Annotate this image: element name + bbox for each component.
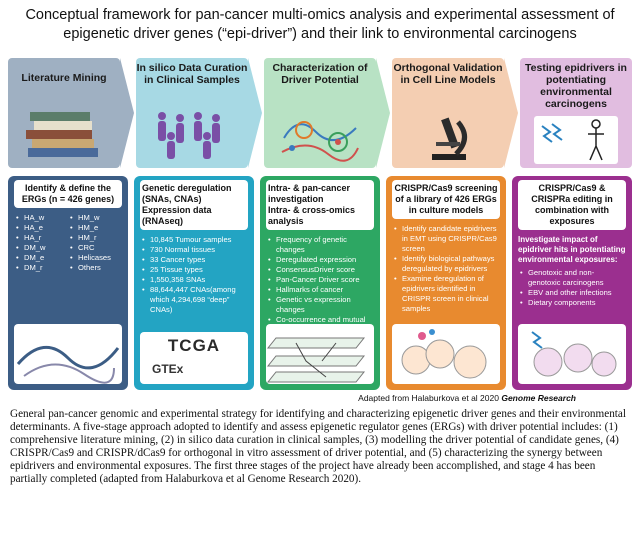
screen-aims-list: Identify candidate epidrivers in EMT usi… xyxy=(392,224,500,314)
list-item: Examine deregulation of epidrivers ident… xyxy=(394,274,500,314)
stage-testing-epidrivers: Testing epidrivers in potentiating envir… xyxy=(520,58,632,168)
dataset-list: 10,845 Tumour samples730 Normal tissues3… xyxy=(140,235,248,315)
list-item: DM_r xyxy=(16,263,68,273)
list-item: HA_w xyxy=(16,213,68,223)
column-title: CRISPR/Cas9 screening of a library of 42… xyxy=(392,180,500,219)
list-item: Helicases xyxy=(70,253,122,263)
exposures-list: Genotoxic and non-genotoxic carcinogensE… xyxy=(518,268,626,308)
stage-driver-potential: Characterization of Driver Potential xyxy=(264,58,376,168)
figure-caption: General pan-cancer genomic and experimen… xyxy=(10,408,626,485)
logos-panel: TCGA GTEx xyxy=(140,332,248,384)
network-icon xyxy=(281,121,359,162)
column-literature: Identify & define the ERGs (n = 426 gene… xyxy=(8,176,128,390)
column-data-curation: Genetic deregulation (SNAs, CNAs) Expres… xyxy=(134,176,254,390)
list-item: Deregulated expression xyxy=(268,255,374,265)
stage-label: Orthogonal Validation in Cell Line Model… xyxy=(393,62,503,86)
stage-label: In silico Data Curation in Clinical Samp… xyxy=(136,62,248,86)
erg-classes-right: HM_wHM_eHM_rCRCHelicasesOthers xyxy=(68,213,122,273)
column-title: Intra- & pan-cancer investigation Intra-… xyxy=(266,180,374,230)
stage-label: Testing epidrivers in potentiating envir… xyxy=(525,62,627,110)
list-item: 1,550,358 SNAs xyxy=(142,275,248,285)
list-item: HA_e xyxy=(16,223,68,233)
exposure-figure-icon xyxy=(534,116,618,164)
list-item: HM_e xyxy=(70,223,122,233)
list-item: HA_r xyxy=(16,233,68,243)
list-item: CRC xyxy=(70,243,122,253)
list-item: Identify biological pathways deregulated… xyxy=(394,254,500,274)
stage-label: Characterization of Driver Potential xyxy=(272,62,368,86)
list-item: 730 Normal tissues xyxy=(142,245,248,255)
stage-label: Literature Mining xyxy=(21,72,107,84)
list-item: 25 Tissue types xyxy=(142,265,248,275)
credit-text: Adapted from Halaburkova et al 2020 xyxy=(358,393,499,403)
exposure-cells-image xyxy=(518,324,626,384)
stage-row: Literature Mining In silico Data Curatio… xyxy=(8,58,632,168)
stage-literature-mining: Literature Mining xyxy=(8,58,120,168)
analysis-list: Frequency of genetic changesDeregulated … xyxy=(266,235,374,335)
gtex-logo: GTEx xyxy=(152,362,184,376)
list-item: Others xyxy=(70,263,122,273)
list-item: 33 Cancer types xyxy=(142,255,248,265)
source-credit: Adapted from Halaburkova et al 2020 Geno… xyxy=(358,393,576,403)
tcga-logo: TCGA xyxy=(167,336,221,355)
list-item: DM_e xyxy=(16,253,68,263)
list-item: Frequency of genetic changes xyxy=(268,235,374,255)
list-item: 10,845 Tumour samples xyxy=(142,235,248,245)
list-item: 88,644,447 CNAs(among which 4,294,698 “d… xyxy=(142,285,248,315)
exposure-intro: Investigate impact of epidriver hits in … xyxy=(518,235,626,264)
erg-classes-left: HA_wHA_eHA_rDM_wDM_eDM_r xyxy=(14,213,68,273)
arrow-chevron-icon xyxy=(376,58,390,168)
microscope-icon xyxy=(432,117,467,160)
book-stack-icon xyxy=(26,112,98,157)
stage-orthogonal-validation: Orthogonal Validation in Cell Line Model… xyxy=(392,58,504,168)
column-driver-potential: Intra- & pan-cancer investigation Intra-… xyxy=(260,176,380,390)
column-crispr-screen: CRISPR/Cas9 screening of a library of 42… xyxy=(386,176,506,390)
arrow-chevron-icon xyxy=(504,58,518,168)
list-item: Pan-Cancer Driver score xyxy=(268,275,374,285)
list-item: HM_w xyxy=(70,213,122,223)
list-item: Genetic vs expression changes xyxy=(268,295,374,315)
column-title: Genetic deregulation (SNAs, CNAs) Expres… xyxy=(140,180,248,230)
list-item: Identify candidate epidrivers in EMT usi… xyxy=(394,224,500,254)
arrow-chevron-icon xyxy=(248,58,262,168)
list-item: Genotoxic and non-genotoxic carcinogens xyxy=(520,268,626,288)
body-silhouettes-icon xyxy=(158,112,220,159)
list-item: HM_r xyxy=(70,233,122,243)
list-item: Hallmarks of cancer xyxy=(268,285,374,295)
erg-class-lists: HA_wHA_eHA_rDM_wDM_eDM_r HM_wHM_eHM_rCRC… xyxy=(14,213,122,273)
figure-title: Conceptual framework for pan-cancer mult… xyxy=(25,7,615,42)
list-item: DM_w xyxy=(16,243,68,253)
column-title: Identify & define the ERGs (n = 426 gene… xyxy=(14,180,122,208)
molecule-image xyxy=(14,324,122,384)
credit-journal: Genome Research xyxy=(501,393,576,403)
column-title: CRISPR/Cas9 & CRISPRa editing in combina… xyxy=(518,180,626,230)
cells-image xyxy=(392,324,500,384)
stage-data-curation: In silico Data Curation in Clinical Samp… xyxy=(136,58,248,168)
arrow-chevron-icon xyxy=(120,58,134,168)
column-exposures: CRISPR/Cas9 & CRISPRa editing in combina… xyxy=(512,176,632,390)
list-item: ConsensusDriver score xyxy=(268,265,374,275)
layered-network-image xyxy=(266,324,374,384)
list-item: EBV and other infections xyxy=(520,288,626,298)
list-item: Dietary components xyxy=(520,298,626,308)
detail-columns: Identify & define the ERGs (n = 426 gene… xyxy=(8,176,632,390)
